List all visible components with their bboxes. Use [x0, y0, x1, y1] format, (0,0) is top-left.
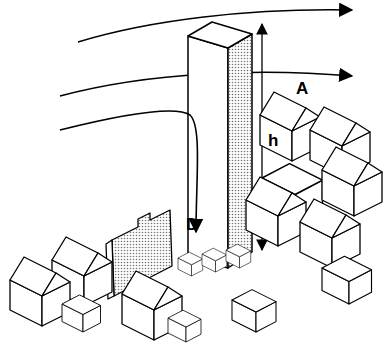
block — [322, 256, 372, 304]
wind-streamline — [78, 10, 352, 42]
house — [10, 257, 70, 326]
point-label: A — [296, 80, 308, 97]
tower-face — [188, 36, 228, 268]
podium-block — [202, 248, 227, 272]
house — [246, 177, 306, 246]
block — [62, 295, 101, 332]
tower-face-shaded — [228, 34, 252, 268]
block — [232, 290, 276, 332]
tower-roof — [188, 22, 252, 48]
point-label: D — [186, 216, 198, 233]
podium-block — [226, 244, 251, 268]
podium-block — [178, 252, 203, 276]
block — [168, 310, 201, 342]
house — [322, 147, 382, 216]
house — [300, 199, 360, 268]
height-label: h — [268, 132, 278, 149]
downwash-streamline — [60, 111, 198, 232]
